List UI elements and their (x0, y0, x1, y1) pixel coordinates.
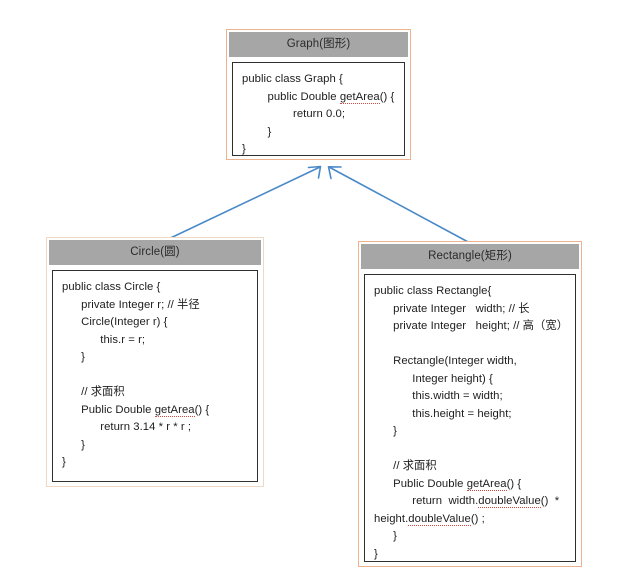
class-box-graph[interactable]: Graph(图形) public class Graph { public Do… (226, 29, 411, 160)
relation-rectangle-inherits-graph (327, 166, 471, 244)
code-line: } (374, 547, 378, 560)
code-line: private Integer height; // 高（宽） (374, 320, 569, 333)
spellcheck-squiggle: getArea (466, 477, 507, 491)
code-line: this.height = height; (374, 407, 512, 420)
relation-circle-inherits-graph (159, 165, 322, 244)
spellcheck-squiggle: getArea (154, 403, 195, 417)
code-line: Circle(Integer r) { (62, 316, 168, 329)
code-line: } (62, 438, 85, 451)
code-line: // 求面积 (62, 386, 125, 399)
code-line: Integer height) { (374, 372, 493, 385)
code-line: return 0.0; (242, 108, 346, 121)
code-line: // 求面积 (374, 460, 437, 473)
code-line: public class Graph { (242, 73, 343, 86)
code-line: } (62, 351, 85, 364)
class-box-circle[interactable]: Circle(圆) public class Circle { private … (46, 237, 264, 487)
class-header-rectangle: Rectangle(矩形) (361, 244, 579, 270)
code-line: private Integer width; // 长 (374, 302, 530, 315)
class-box-rectangle[interactable]: Rectangle(矩形) public class Rectangle{ pr… (358, 241, 582, 567)
code-line: } (242, 143, 246, 156)
class-header-graph: Graph(图形) (229, 32, 408, 58)
spellcheck-squiggle: doubleValue (478, 495, 541, 509)
spellcheck-squiggle: doubleValue (408, 512, 471, 526)
code-line: Rectangle(Integer width, (374, 355, 517, 368)
code-line: public Double getArea() { (242, 89, 395, 107)
code-line: return 3.14 * r * r ; (62, 421, 192, 434)
code-line-blank (374, 336, 566, 354)
code-line: public class Rectangle{ (374, 285, 492, 298)
code-line: public class Circle { (62, 281, 161, 294)
code-line: } (374, 530, 397, 543)
code-line: this.r = r; (62, 333, 146, 346)
code-line-blank (374, 441, 566, 459)
class-body-graph: public class Graph { public Double getAr… (232, 62, 405, 157)
code-text: public Double getArea() { (242, 90, 395, 104)
code-line: } (62, 456, 66, 469)
code-line-blank (62, 367, 248, 385)
class-body-circle: public class Circle { private Integer r;… (52, 270, 258, 483)
code-line: private Integer r; // 半径 (62, 298, 200, 311)
code-line: this.width = width; (374, 390, 503, 403)
code-line: Public Double getArea() { (374, 477, 522, 491)
class-body-rectangle: public class Rectangle{ private Integer … (364, 274, 576, 563)
code-line: } (374, 425, 397, 438)
code-line: return width.doubleValue() * (374, 495, 560, 509)
code-line: Public Double getArea() { (62, 403, 210, 417)
code-line: } (242, 125, 272, 138)
spellcheck-squiggle: getArea (339, 90, 380, 104)
code-line: height.doubleValue() ; (374, 512, 485, 526)
class-header-circle: Circle(圆) (49, 240, 261, 266)
